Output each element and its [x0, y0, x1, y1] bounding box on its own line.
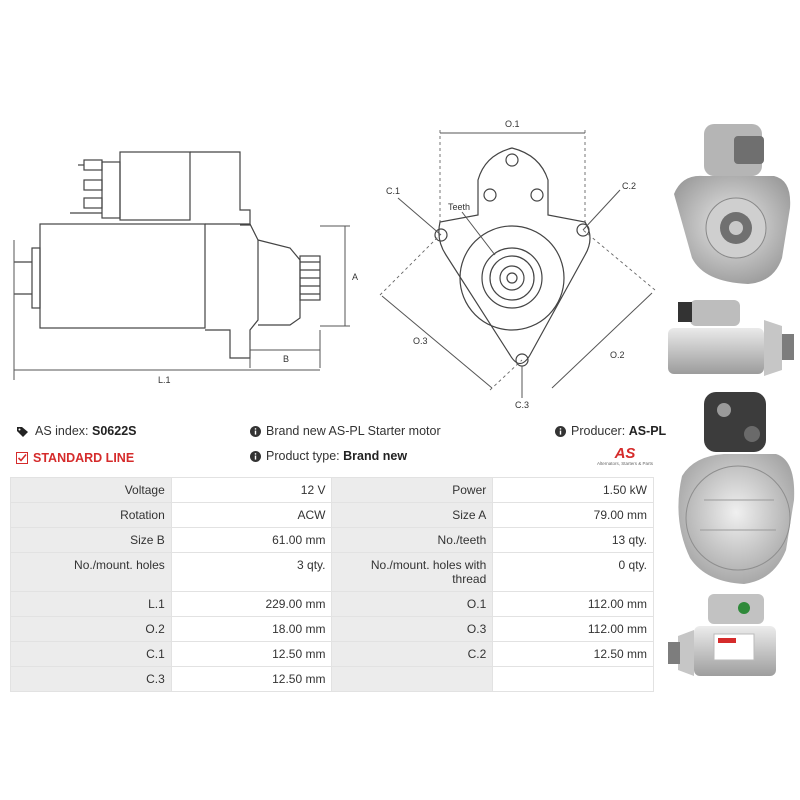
- spec-key: C.2: [331, 641, 494, 667]
- dim-o3-label: O.3: [413, 336, 428, 346]
- description-text: Brand new AS-PL Starter motor: [266, 424, 441, 438]
- spec-key: Rotation: [10, 502, 172, 528]
- product-type-value: Brand new: [343, 449, 408, 463]
- product-type: Product type: Brand new: [250, 449, 407, 463]
- dim-o1-label: O.1: [505, 119, 520, 129]
- spec-value: 18.00 mm: [170, 616, 333, 642]
- product-photo-labelled: [668, 594, 776, 676]
- spec-key: O.2: [10, 616, 172, 642]
- spec-key: Voltage: [10, 477, 172, 503]
- spec-key: No./teeth: [331, 527, 494, 553]
- as-index-value: S0622S: [92, 424, 137, 438]
- dim-c3-label: C.3: [515, 400, 529, 410]
- spec-value: 61.00 mm: [170, 527, 333, 553]
- as-index-label: AS index:: [35, 424, 89, 438]
- spec-value: 12.50 mm: [170, 666, 333, 692]
- producer: Producer: AS-PL: [555, 424, 666, 438]
- info-icon: [250, 451, 261, 463]
- info-icon: [250, 426, 261, 438]
- product-type-label: Product type:: [266, 449, 340, 463]
- spec-value: 12.50 mm: [170, 641, 333, 667]
- spec-key: O.3: [331, 616, 494, 642]
- side-view-drawing: A B L.1: [13, 151, 358, 385]
- check-square-icon: [16, 451, 28, 464]
- spec-value: 12.50 mm: [492, 641, 654, 667]
- dim-l1-label: L.1: [158, 375, 171, 385]
- spec-key: C.1: [10, 641, 172, 667]
- tags-icon: [17, 426, 28, 437]
- standard-line-label: STANDARD LINE: [33, 451, 135, 465]
- producer-label: Producer:: [571, 424, 626, 438]
- standard-line-badge: STANDARD LINE: [16, 449, 134, 467]
- logo-text: AS: [614, 445, 636, 462]
- spec-value: [492, 666, 654, 692]
- spec-key: L.1: [10, 591, 172, 617]
- spec-key: Power: [331, 477, 494, 503]
- teeth-label: Teeth: [448, 202, 470, 212]
- dim-o2-label: O.2: [610, 350, 625, 360]
- front-view-drawing: O.1 C.1 C.2 C.3 Teeth O.3 O.2: [379, 119, 656, 410]
- dim-b-label: B: [283, 354, 289, 364]
- product-photo-front: [674, 124, 791, 284]
- logo-tagline: Alternators, Starters & Parts: [596, 461, 654, 466]
- spec-key: Size A: [331, 502, 494, 528]
- producer-value: AS-PL: [628, 424, 667, 438]
- as-index: AS index: S0622S: [16, 424, 136, 438]
- spec-value: ACW: [170, 502, 333, 528]
- spec-value: 12 V: [170, 477, 333, 503]
- dim-a-label: A: [352, 272, 358, 282]
- spec-key: Size B: [10, 527, 172, 553]
- spec-value: 112.00 mm: [492, 591, 654, 617]
- spec-value: 79.00 mm: [492, 502, 654, 528]
- spec-value: 112.00 mm: [492, 616, 654, 642]
- spec-value: 3 qty.: [170, 552, 333, 592]
- product-photo-rear: [678, 392, 795, 584]
- spec-key: No./mount. holes: [10, 552, 172, 592]
- as-pl-logo: AS Alternators, Starters & Parts: [594, 446, 656, 466]
- spec-value: 0 qty.: [492, 552, 654, 592]
- dim-c2-label: C.2: [622, 181, 636, 191]
- info-icon: [555, 426, 566, 438]
- spec-key: [331, 666, 494, 692]
- spec-key: O.1: [331, 591, 494, 617]
- spec-value: 13 qty.: [492, 527, 654, 553]
- spec-key: No./mount. holes with thread: [331, 552, 494, 592]
- product-photo-side: [668, 300, 794, 376]
- spec-key: C.3: [10, 666, 172, 692]
- spec-value: 1.50 kW: [492, 477, 654, 503]
- spec-value: 229.00 mm: [170, 591, 333, 617]
- dim-c1-label: C.1: [386, 186, 400, 196]
- description: Brand new AS-PL Starter motor: [250, 424, 441, 438]
